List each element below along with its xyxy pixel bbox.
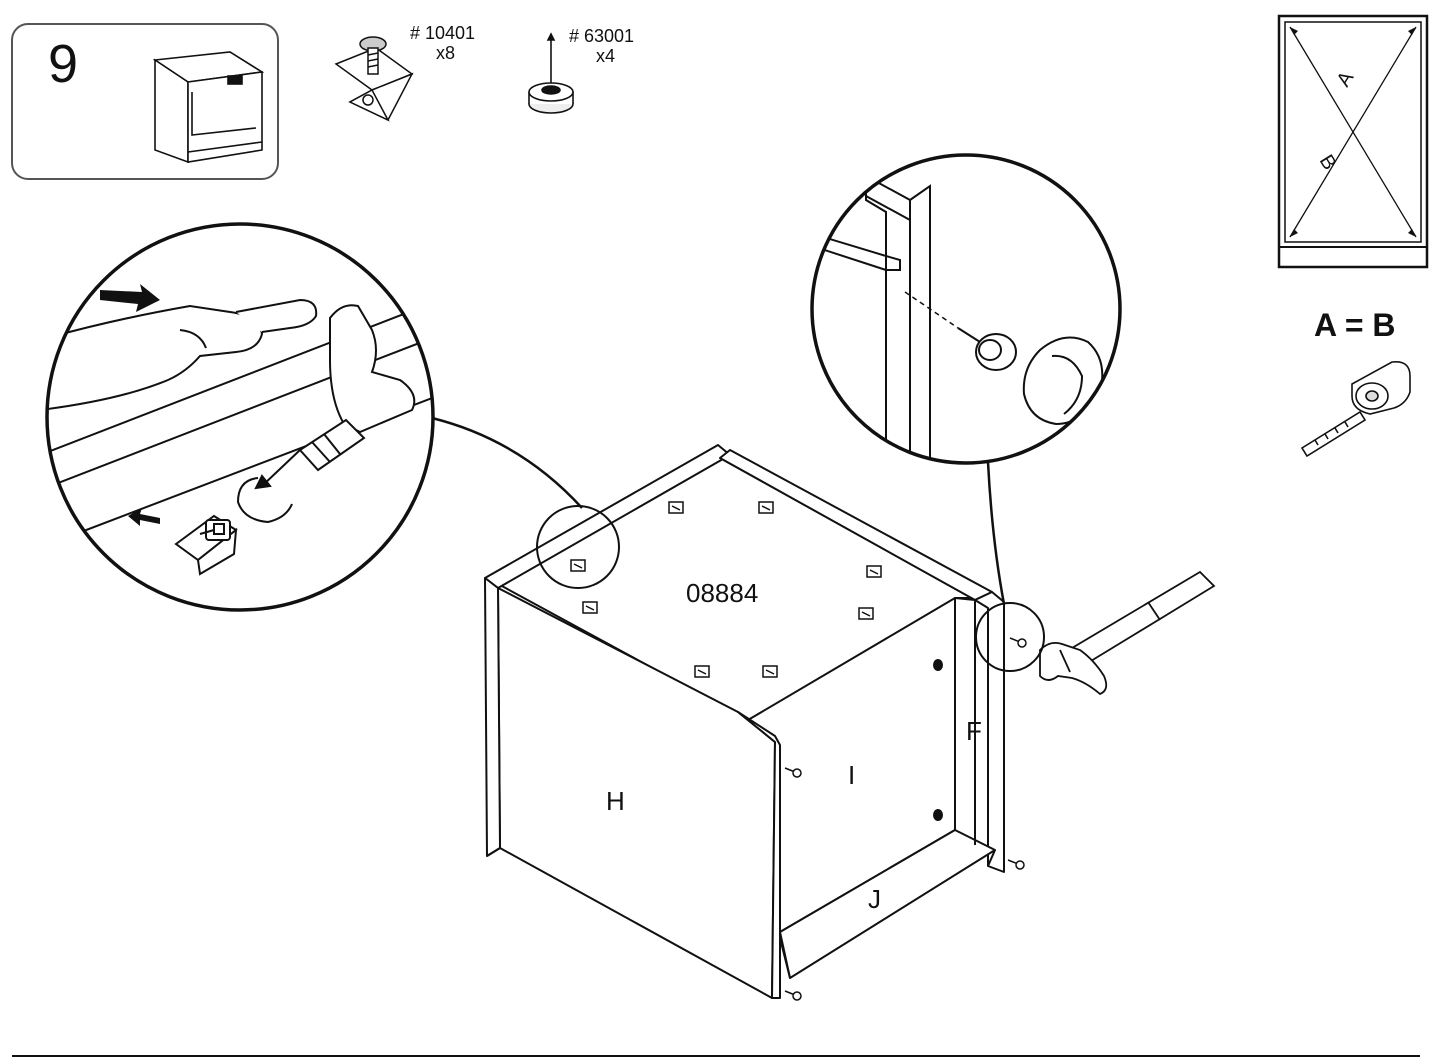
panel-label-j: J [868, 884, 881, 914]
hardware-part-number: # 63001 [569, 26, 634, 46]
detail-callout-links [431, 416, 1045, 672]
nail-glides [784, 637, 1027, 1001]
diagonal-equation: A = B [1314, 307, 1396, 343]
hammer-icon [1039, 570, 1216, 696]
push-arrow-icon [100, 284, 160, 312]
diagonal-label-b: B [1315, 151, 1341, 174]
detail-glide-nail [810, 153, 1122, 465]
nail-glide-foot-icon [528, 32, 574, 114]
corner-bracket-screw-icon [334, 36, 414, 122]
step-badge: 9 [11, 23, 279, 180]
top-panel-code: 08884 [686, 578, 758, 608]
hardware-quantity: x8 [436, 43, 455, 63]
side-panel-f [974, 591, 1005, 873]
detail-bracket-screw [45, 222, 435, 612]
panel-label-i: I [848, 760, 855, 790]
finished-cabinet-thumbnail-icon [152, 51, 265, 164]
hardware-item-corner-bracket: # 10401 x8 [334, 23, 475, 122]
panel-label-f: F [966, 716, 982, 746]
diagonal-check-diagram: A B A = B [1277, 14, 1429, 458]
hardware-item-glide: # 63001 x4 [528, 26, 634, 114]
cabinet-carcass [484, 444, 1005, 999]
corner-brackets [570, 501, 882, 678]
panel-label-h: H [606, 786, 625, 816]
hardware-part-number: # 10401 [410, 23, 475, 43]
slide-arrow-icon [128, 508, 160, 526]
tape-measure-icon [1300, 360, 1411, 458]
step-number: 9 [48, 34, 78, 94]
diagonal-label-a: A [1333, 67, 1359, 91]
cam-holes [933, 659, 943, 821]
side-panel-h-edge [484, 577, 501, 857]
hardware-quantity: x4 [596, 46, 615, 66]
